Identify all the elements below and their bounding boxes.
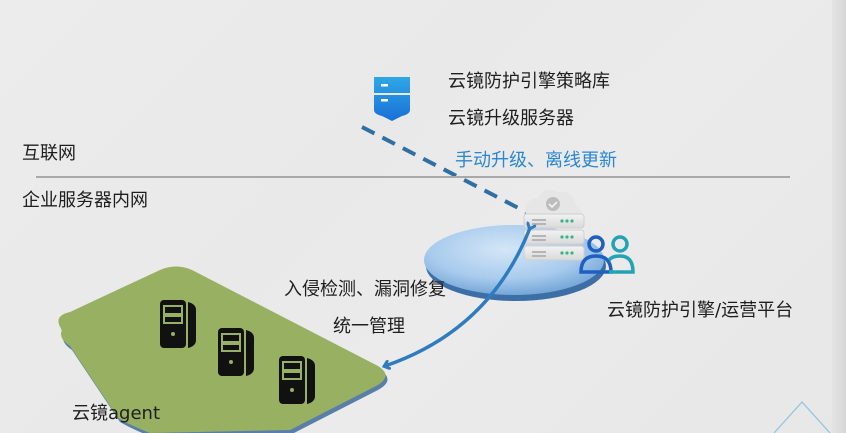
slide-edge: [832, 0, 846, 433]
update-note: 手动升级、离线更新: [455, 150, 617, 171]
internet-label: 互联网: [22, 143, 76, 164]
upgrade-server-label: 云镜升级服务器: [448, 108, 574, 129]
users-icon: [579, 235, 635, 274]
shield-server-icon: [374, 77, 410, 121]
desktop-tower-icons: [160, 300, 315, 404]
detection-label: 入侵检测、漏洞修复: [284, 279, 446, 300]
dashed-update-line: [361, 125, 531, 216]
engine-platform-label: 云镜防护引擎/运营平台: [607, 300, 794, 321]
decorative-triangle: [773, 401, 831, 433]
management-label: 统一管理: [333, 316, 405, 337]
agent-label: 云镜agent: [72, 403, 160, 424]
management-arrow: [385, 228, 530, 366]
intranet-label: 企业服务器内网: [22, 190, 148, 211]
network-divider: [36, 176, 790, 178]
policy-library-label: 云镜防护引擎策略库: [448, 71, 610, 92]
cloud-server-icon: [523, 190, 585, 261]
